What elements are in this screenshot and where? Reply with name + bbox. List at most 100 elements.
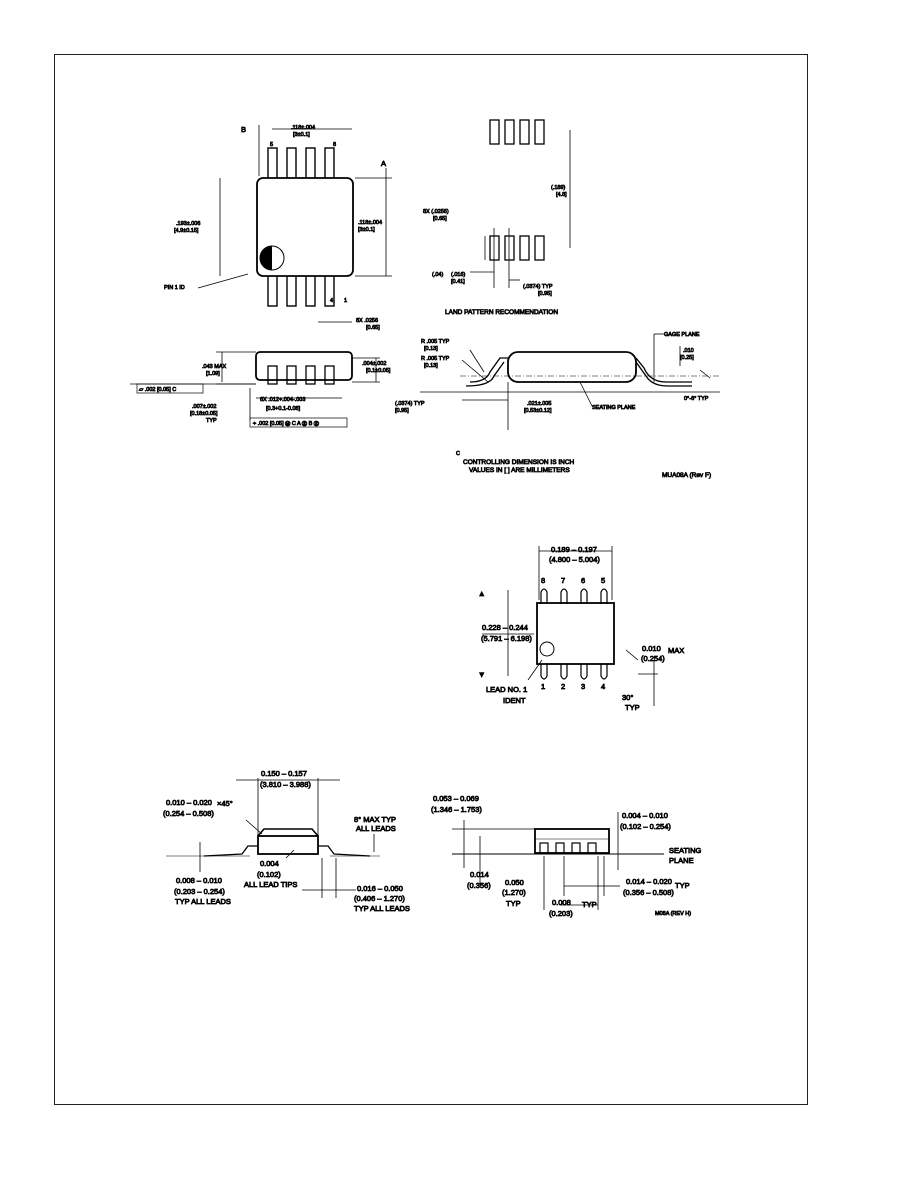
so8-overall-in: 0.228 – 0.244 <box>482 623 528 632</box>
so8-pin1-marker <box>539 641 555 657</box>
msop-gage-plane: GAGE PLANE <box>664 332 700 338</box>
msop-top-width-in: .118±.004 <box>291 125 315 131</box>
msop-pin <box>286 147 297 181</box>
msop-pin <box>305 273 316 307</box>
lp-len-in: (.04) <box>432 272 443 278</box>
msop-position-tol: ⌖ .002 [0.05] Ⓜ C A Ⓢ B Ⓢ <box>253 421 320 427</box>
msop-pin-pitch-mm: [0.65] <box>366 325 380 331</box>
land-pattern-caption: LAND PATTERN RECOMMENDATION <box>445 309 558 316</box>
land-pad <box>489 119 500 145</box>
so8-chamfer-in: 0.010 <box>642 644 661 653</box>
so8-chamfer-max: MAX <box>668 646 684 655</box>
land-pad <box>504 119 515 145</box>
so8-side-view <box>452 812 664 910</box>
so8-side-height-in: 0.053 – 0.069 <box>433 794 479 803</box>
land-pad <box>519 235 530 261</box>
msop-pin-pitch-in: 8X .0256 <box>356 318 378 324</box>
so8-end-body-mm: (3.810 – 3.988) <box>260 780 311 789</box>
flatness-frame <box>136 383 204 394</box>
so8-side-standoff-in: 0.004 – 0.010 <box>622 811 668 820</box>
so8-up-arrow: ▲ <box>478 589 485 598</box>
msop-foot-mm: [0.53±0.12] <box>524 408 552 414</box>
msop-top-width-mm: [3±0.1] <box>293 132 310 138</box>
so8-lead-no-1: LEAD NO. 1 <box>486 685 527 694</box>
so8-end-chamfer-in: 0.010 – 0.020 <box>166 798 212 807</box>
so8-end-angle-note2: ALL LEADS <box>356 824 396 833</box>
msop-end-view <box>420 333 720 430</box>
so8-side-gap-mm: (0.203) <box>549 909 573 918</box>
msop-body <box>256 177 354 277</box>
land-pad <box>504 235 515 261</box>
msop-side-body <box>255 351 353 381</box>
so8-end-thick-in: 0.008 – 0.010 <box>176 876 222 885</box>
so8-end-foot-in: 0.016 – 0.050 <box>357 884 403 893</box>
so8-side-gap-typ: TYP <box>582 900 597 909</box>
msop-side-h-in: .043 MAX <box>202 364 226 370</box>
so8-chamfer-mm: (0.254) <box>641 654 665 663</box>
msop-radius-bot-mm: [0.13] <box>424 363 438 369</box>
so8-side-width-in: 0.014 – 0.020 <box>626 877 672 886</box>
datum-b: B <box>241 125 246 134</box>
land-pad <box>534 235 545 261</box>
msop-lead-t-in: .007±.002 <box>192 404 216 410</box>
so8-end-body-in: 0.150 – 0.157 <box>261 769 307 778</box>
pin1-marker-fill <box>260 246 272 270</box>
so8-ident: IDENT <box>503 696 526 705</box>
page-frame <box>54 54 808 1105</box>
msop-body-width-in: .118±.004 <box>358 220 382 226</box>
position-tolerance-frame <box>249 417 348 428</box>
so8-top-view <box>482 546 658 706</box>
so8-side-pitch-mm: (1.270) <box>502 888 526 897</box>
so8-side-pitch-typ: TYP <box>506 899 521 908</box>
msop-pin1-ident: PIN 1 ID <box>164 285 185 291</box>
so8-angle-typ: TYP <box>625 703 640 712</box>
so8-pin-2: 2 <box>561 682 565 691</box>
msop-pin-8-label: 8 <box>333 142 336 148</box>
lp-span-mm: [4.8] <box>556 192 567 198</box>
so8-pin-6: 6 <box>581 576 585 585</box>
msop-flatness: ▱ .002 [0.05] C <box>139 387 176 393</box>
values-in-mm-note: VALUES IN [ ] ARE MILLIMETERS <box>469 467 570 474</box>
msop-gage-dim-in: .010 <box>683 348 694 354</box>
msop-angle: 0°-6° TYP <box>684 396 709 402</box>
so8-side-height-mm: (1.346 – 1.753) <box>431 805 482 814</box>
msop-side-h-mm: [1.09] <box>206 371 220 377</box>
so8-end-tip-mm: (0.102) <box>257 870 281 879</box>
controlling-dimension-note: CONTROLLING DIMENSION IS INCH <box>463 459 575 466</box>
msop-pin <box>267 273 278 307</box>
lp-extra-mm: [0.95] <box>538 291 552 297</box>
so8-side-pitch-in: 0.050 <box>505 878 524 887</box>
so8-overall-mm: (5.791 – 6.198) <box>481 634 532 643</box>
so8-end-view <box>166 778 380 898</box>
so8-side-standoff-mm: (0.102 – 0.254) <box>620 822 671 831</box>
msop-pin <box>324 147 335 181</box>
land-pattern <box>470 119 571 288</box>
land-pad <box>489 235 500 261</box>
msop-lead-w-in: 8X .012+.004-.003 <box>260 397 305 403</box>
msop-radius-top-mm: [0.13] <box>424 346 438 352</box>
msop-overall-width-mm: [4.9±0.15] <box>174 228 199 234</box>
msop-foot-typ-in: (.0374) TYP <box>395 401 425 407</box>
so8-end-thick-mm: (0.203 – 0.254) <box>174 887 225 896</box>
msop-overall-width-in: .193±.006 <box>176 221 200 227</box>
msop-lead-t-mm: [0.18±0.05] <box>190 411 218 417</box>
lp-span-in: (.189) <box>551 185 566 191</box>
so8-end-tip-in: 0.004 <box>260 859 279 868</box>
so8-end-chamfer-x: ×45° <box>217 799 233 808</box>
lp-width-mm: [0.41] <box>451 279 465 285</box>
msop-drawing-id: MUA08A (Rev F) <box>662 472 711 479</box>
msop-standoff-in: .004±.002 <box>362 361 386 367</box>
msop-pin-5-label: 5 <box>270 142 273 148</box>
so8-end-foot-mm: (0.406 – 1.270) <box>354 894 405 903</box>
land-pad <box>519 119 530 145</box>
so8-pin-4: 4 <box>601 682 605 691</box>
so8-side-lead-mm: (0.356) <box>467 881 491 890</box>
msop-lead-w-mm: [0.3+0.1-0.08] <box>266 406 301 412</box>
lp-pitch-mm: [0.65] <box>433 216 447 222</box>
msop-pin <box>267 147 278 181</box>
msop-gage-dim-mm: [0.25] <box>680 355 694 361</box>
so8-side-seating: SEATING <box>669 846 702 855</box>
lp-extra-in: (.0374) TYP <box>523 284 553 290</box>
msop-seating-plane: SEATING PLANE <box>592 405 636 411</box>
msop-foot-in: .021±.005 <box>527 401 551 407</box>
